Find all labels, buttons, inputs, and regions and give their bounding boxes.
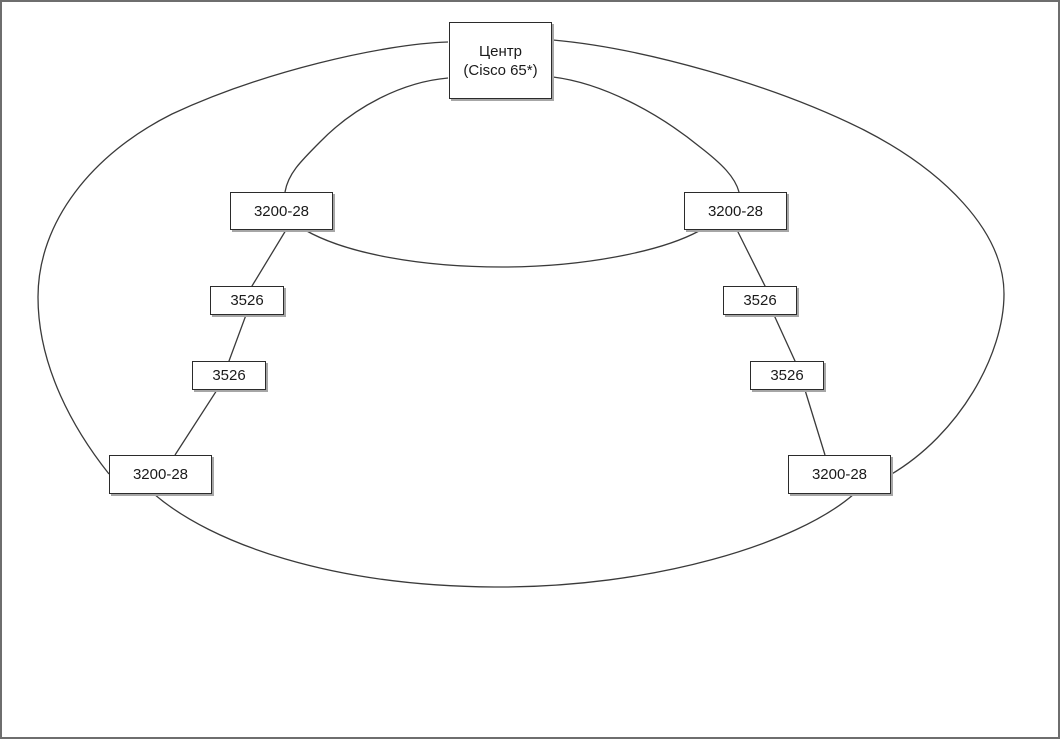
node-label: 3526 — [770, 367, 804, 384]
node-label: 3200-28 — [132, 466, 189, 483]
node-upper-right-switch: 3200-28 — [684, 192, 787, 230]
inner-ring-left-arc — [284, 77, 449, 193]
node-lower-left-switch: 3200-28 — [109, 455, 212, 494]
inner-ring-right-arc — [552, 76, 740, 193]
node-label: 3526 — [743, 292, 777, 309]
node-label: 3200-28 — [811, 466, 868, 483]
node-label: 3200-28 — [253, 202, 310, 220]
node-label: 3526 — [212, 367, 246, 384]
node-label: 3526 — [230, 292, 264, 309]
outer-ring-right-arc — [552, 39, 1005, 476]
left-chain-link — [174, 229, 287, 456]
inner-ring-bottom-arc — [304, 229, 700, 268]
node-lower-right-switch: 3200-28 — [788, 455, 891, 494]
node-label: 3200-28 — [707, 202, 764, 220]
node-left-3526-lower: 3526 — [192, 361, 266, 390]
outer-ring-left-arc — [37, 41, 449, 475]
outer-ring-bottom-arc — [153, 493, 855, 588]
node-upper-left-switch: 3200-28 — [230, 192, 333, 230]
node-center-cisco: Центр (Cisco 65*) — [449, 22, 552, 99]
node-left-3526-upper: 3526 — [210, 286, 284, 315]
right-chain-link — [736, 229, 826, 456]
node-center-label-line1: Центр — [479, 42, 522, 60]
node-right-3526-lower: 3526 — [750, 361, 824, 390]
node-right-3526-upper: 3526 — [723, 286, 797, 315]
node-center-label-line2: (Cisco 65*) — [463, 61, 538, 79]
